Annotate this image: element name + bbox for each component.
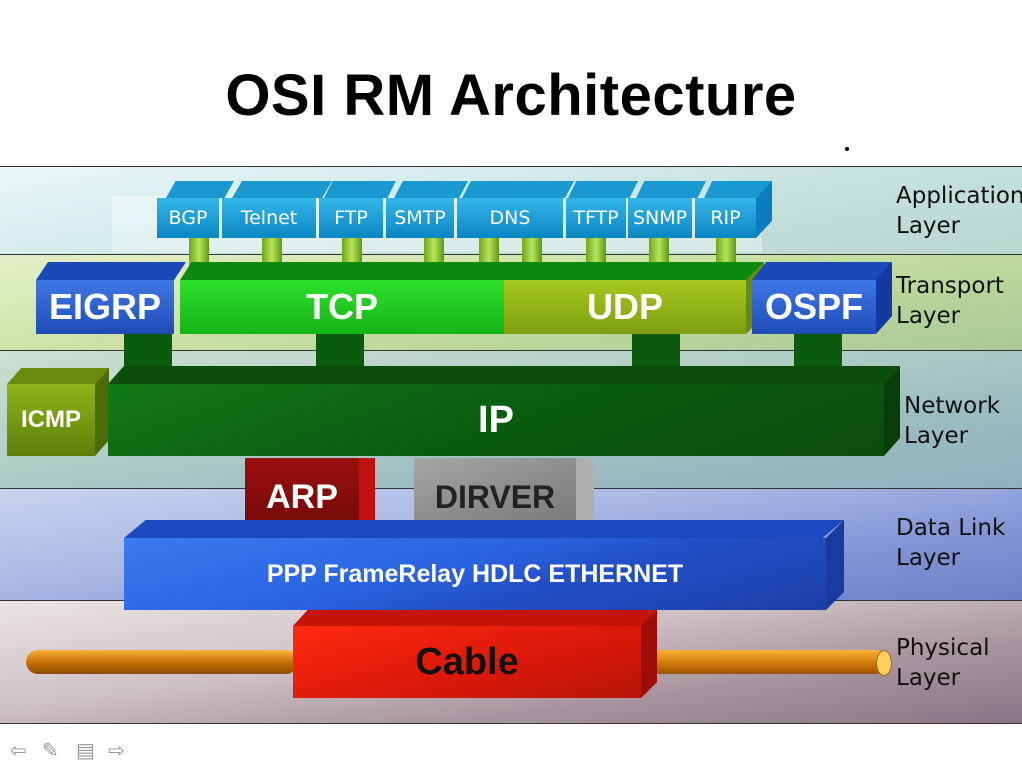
eigrp-box-top (36, 262, 186, 280)
cable-wire-right (648, 650, 888, 674)
app-box-top (568, 181, 638, 198)
protocol-box-bgp: BGP (157, 198, 219, 238)
udp-box: UDP (504, 280, 746, 334)
datalink-protocols-box: PPP FrameRelay HDLC ETHERNET (124, 538, 826, 610)
network-layer-label: Network Layer (904, 393, 1001, 449)
protocol-box-ftp: FTP (319, 198, 383, 238)
app-row-side (756, 181, 772, 238)
datalink-layer-label: Data Link Layer (896, 515, 1006, 571)
page-title: OSI RM Architecture (225, 63, 797, 128)
eigrp-box: EIGRP (36, 280, 174, 334)
arp-box-side (359, 458, 375, 536)
forward-arrow-icon[interactable]: ⇨ (108, 740, 125, 762)
cable-wire-end (876, 650, 892, 676)
ip-box-side (884, 366, 900, 456)
pen-icon[interactable]: ✎ (42, 740, 59, 762)
app-box-top (462, 181, 574, 198)
datalink-box-top (124, 520, 844, 538)
back-arrow-icon[interactable]: ⇦ (10, 740, 27, 762)
cable-box-side (641, 610, 657, 698)
tcp-box: TCP (180, 280, 504, 334)
physical-layer-label: Physical Layer (896, 635, 990, 691)
app-box-top (166, 181, 234, 198)
protocol-box-telnet: Telnet (222, 198, 316, 238)
app-box-top (324, 181, 396, 198)
datalink-box-side (826, 520, 844, 610)
icmp-box-top (7, 368, 109, 384)
cable-wire-left (26, 650, 298, 674)
app-box-top (394, 181, 468, 198)
icmp-box: ICMP (7, 384, 95, 456)
ip-box: IP (108, 384, 884, 456)
protocol-box-smtp: SMTP (386, 198, 454, 238)
ospf-box: OSPF (752, 280, 876, 334)
application-layer-label: Application Layer (896, 183, 1022, 239)
app-box-top (232, 181, 332, 198)
ospf-box-side (876, 262, 892, 334)
icmp-box-side (95, 368, 109, 456)
cable-box-top (293, 610, 657, 626)
protocol-box-snmp: SNMP (628, 198, 692, 238)
transport-layer-label: Transport Layer (896, 273, 1004, 329)
ip-box-top (108, 366, 900, 384)
driver-box-side (576, 458, 594, 536)
stray-dot (845, 147, 849, 151)
protocol-box-tftp: TFTP (566, 198, 626, 238)
menu-icon[interactable]: ▤ (76, 740, 95, 762)
app-box-top (636, 181, 706, 198)
tcp-udp-box-top (180, 262, 764, 280)
ospf-box-top (752, 262, 892, 280)
app-box-top (704, 181, 772, 198)
protocol-box-dns: DNS (457, 198, 563, 238)
cable-box: Cable (293, 626, 641, 698)
protocol-box-rip: RIP (695, 198, 756, 238)
